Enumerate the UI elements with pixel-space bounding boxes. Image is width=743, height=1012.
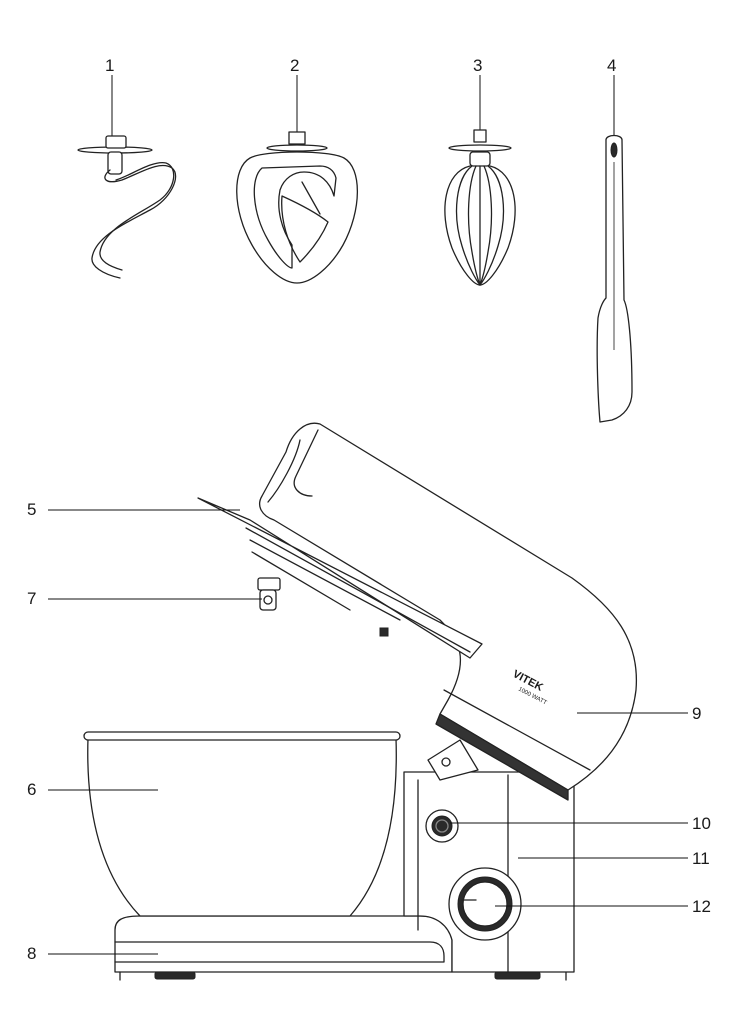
flat-beater	[236, 75, 358, 284]
callout-8-label: 8	[27, 944, 36, 963]
dough-hook	[77, 75, 177, 279]
callout-9-label: 9	[692, 704, 701, 723]
mixer-base	[114, 915, 453, 973]
callout-12-label: 12	[692, 897, 711, 916]
spatula	[596, 75, 633, 423]
stand-mixer: VITEK 1000 WATT	[83, 422, 638, 981]
callout-2-label: 2	[290, 56, 299, 75]
callout-1-label: 1	[105, 56, 114, 75]
wire-whisk	[444, 75, 516, 286]
callout-10-label: 10	[692, 814, 711, 833]
callout-7-label: 7	[27, 589, 36, 608]
callout-3-label: 3	[473, 56, 482, 75]
callout-6-label: 6	[27, 780, 36, 799]
callout-5-label: 5	[27, 500, 36, 519]
mixing-bowl	[87, 737, 397, 917]
callout-4-label: 4	[607, 56, 616, 75]
callout-11-label: 11	[692, 849, 710, 868]
